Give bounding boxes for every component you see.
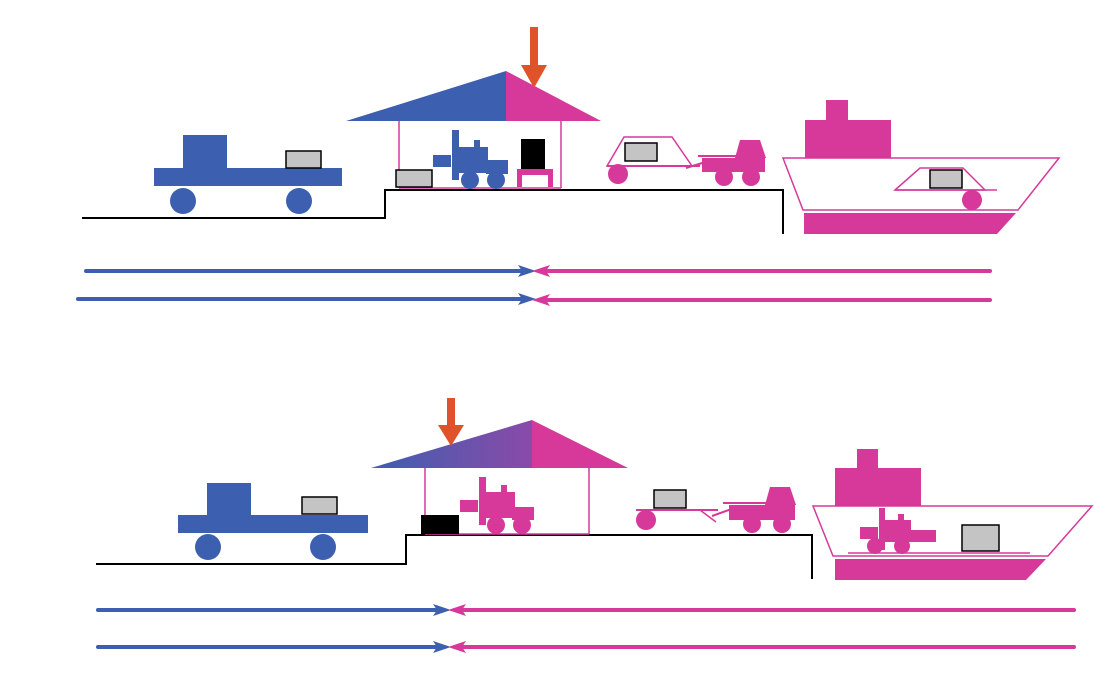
cargo-box-icon xyxy=(961,524,1000,552)
trailer-icon xyxy=(636,489,718,530)
handover-arrow-icon xyxy=(521,27,547,88)
forklift-icon xyxy=(460,477,534,534)
cargo-box-icon xyxy=(395,169,433,188)
scene-top xyxy=(76,27,1061,306)
ground-line xyxy=(82,189,784,234)
tractor-icon xyxy=(711,487,796,533)
trailer-icon xyxy=(605,136,700,184)
truck-icon xyxy=(178,483,368,560)
cargo-box-icon xyxy=(929,169,963,189)
ship-icon xyxy=(811,449,1094,580)
pallet-icon xyxy=(421,515,459,534)
cargo-box-icon xyxy=(653,489,687,509)
cargo-box-icon xyxy=(624,142,658,162)
ground-line xyxy=(96,534,813,579)
truck-icon xyxy=(154,135,342,214)
pallet-icon xyxy=(517,139,553,187)
tractor-icon xyxy=(685,140,766,186)
cargo-box-icon xyxy=(301,496,338,515)
flow-arrows xyxy=(96,604,1076,653)
forklift-icon xyxy=(433,130,508,189)
scene-bottom xyxy=(96,398,1094,653)
ship-icon xyxy=(781,100,1061,234)
handover-arrow-icon xyxy=(438,398,464,446)
cargo-box-icon xyxy=(285,150,322,169)
flow-arrows xyxy=(76,265,992,306)
warehouse-icon xyxy=(346,71,601,189)
